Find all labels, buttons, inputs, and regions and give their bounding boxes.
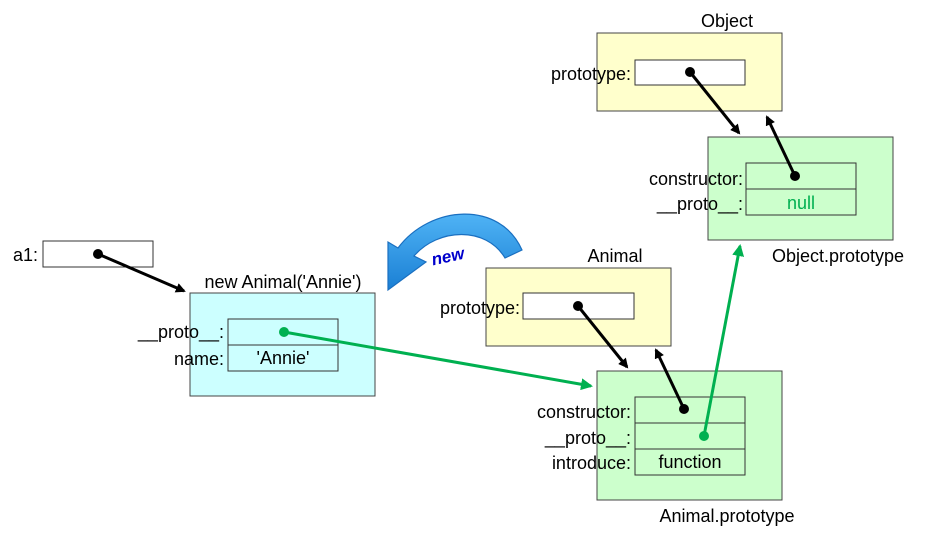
proto-chain-arrows <box>279 244 745 441</box>
object-constructor-dot <box>790 171 800 181</box>
animal-prototype-label: prototype: <box>440 298 520 318</box>
animal-prototype-box <box>596 370 783 501</box>
animal-prototype-proto-label: __proto__: <box>544 428 631 449</box>
object-prototype-proto-label: __proto__: <box>656 194 743 215</box>
a1-label: a1: <box>13 245 38 265</box>
animal-prototype-proto-dot <box>699 431 709 441</box>
object-prototype-label: prototype: <box>551 64 631 84</box>
instance-name-value: 'Annie' <box>257 348 310 368</box>
reference-arrows <box>93 67 800 414</box>
instance-proto-arrow <box>283 330 593 391</box>
instance-node: new Animal('Annie') __proto__: name: 'An… <box>137 272 376 397</box>
animal-prototype-introduce-label: introduce: <box>552 453 631 473</box>
animal-constructor-title: Animal <box>587 246 642 266</box>
instance-name-label: name: <box>174 349 224 369</box>
object-prototype-title: Object.prototype <box>772 246 904 266</box>
object-constructor-title: Object <box>701 11 753 31</box>
animal-constructor-dot <box>679 404 689 414</box>
a1-variable: a1: <box>13 240 154 268</box>
object-to-prototype-arrow <box>688 71 741 135</box>
animal-to-prototype-arrow <box>576 305 629 369</box>
animal-prototype-proto-arrow <box>702 244 745 437</box>
instance-title: new Animal('Annie') <box>205 272 362 292</box>
animal-constructor-node: Animal prototype: <box>440 246 672 347</box>
a1-pointer-dot <box>93 249 103 259</box>
instance-name-slot <box>227 344 339 372</box>
object-prototype-node: constructor: __proto__: null Object.prot… <box>649 136 904 266</box>
a1-slot <box>42 240 154 268</box>
a1-to-instance-arrow <box>97 252 186 293</box>
object-prototype-constructor-label: constructor: <box>649 169 743 189</box>
object-prototype-dot <box>685 67 695 77</box>
animal-prototype-constructor-arrow <box>654 348 686 410</box>
object-prototype-constructor-arrow <box>765 115 797 177</box>
null-value: null <box>787 193 815 213</box>
object-prototype-proto-slot <box>745 188 857 216</box>
curved-arrow-shape <box>387 213 523 292</box>
animal-prototype-title: Animal.prototype <box>659 506 794 526</box>
object-constructor-node: Object prototype: <box>551 11 783 112</box>
instance-proto-label: __proto__: <box>137 322 224 343</box>
introduce-function-value: function <box>658 452 721 472</box>
animal-prototype-dot <box>573 301 583 311</box>
animal-prototype-constructor-label: constructor: <box>537 402 631 422</box>
animal-prototype-node: constructor: __proto__: introduce: funct… <box>537 370 795 526</box>
instance-proto-dot <box>279 327 289 337</box>
animal-prototype-introduce-slot <box>634 448 746 476</box>
new-label: new <box>430 244 468 270</box>
